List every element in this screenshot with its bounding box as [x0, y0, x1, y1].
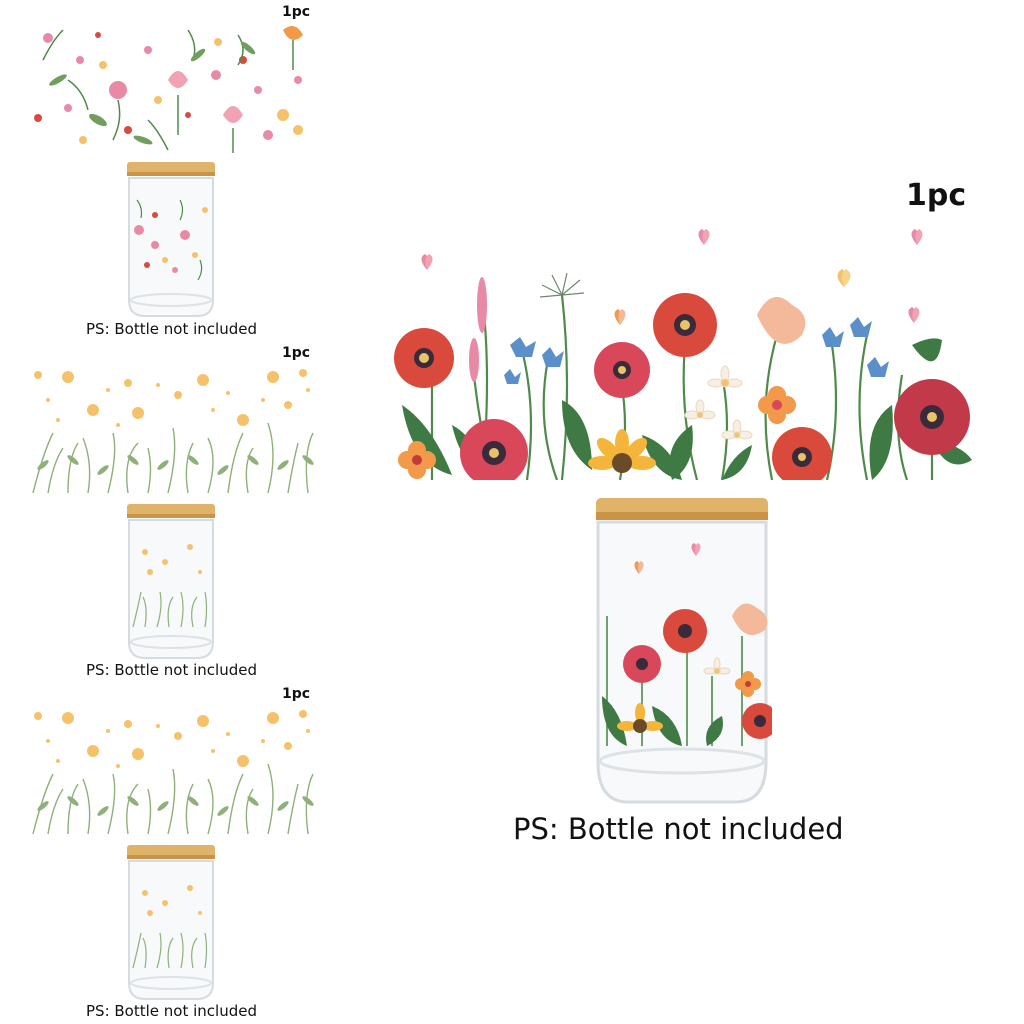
glass-jar — [127, 504, 215, 659]
quantity-label: 1pc — [282, 4, 311, 20]
quantity-label: 1pc — [282, 686, 311, 702]
quantity-label: 1pc — [906, 178, 967, 213]
glass-jar — [127, 162, 215, 317]
disclaimer-text: PS: Bottle not included — [86, 1002, 257, 1020]
bamboo-lid — [127, 162, 215, 174]
quantity-label: 1pc — [282, 345, 311, 361]
disclaimer-text: PS: Bottle not included — [86, 320, 257, 338]
glass-jar — [127, 845, 215, 1000]
bamboo-lid — [127, 504, 215, 516]
decal-artwork — [34, 26, 303, 153]
decal-artwork — [394, 229, 972, 480]
flower-pattern — [34, 26, 303, 153]
butterfly-icons — [421, 229, 923, 325]
disclaimer-text: PS: Bottle not included — [86, 661, 257, 679]
poppy-flowers — [394, 293, 970, 480]
decal-artwork — [32, 369, 314, 494]
bamboo-lid — [127, 845, 215, 857]
glass-jar — [596, 498, 772, 804]
disclaimer-text: PS: Bottle not included — [513, 812, 844, 846]
bamboo-lid — [596, 498, 768, 516]
decal-artwork — [32, 710, 314, 835]
